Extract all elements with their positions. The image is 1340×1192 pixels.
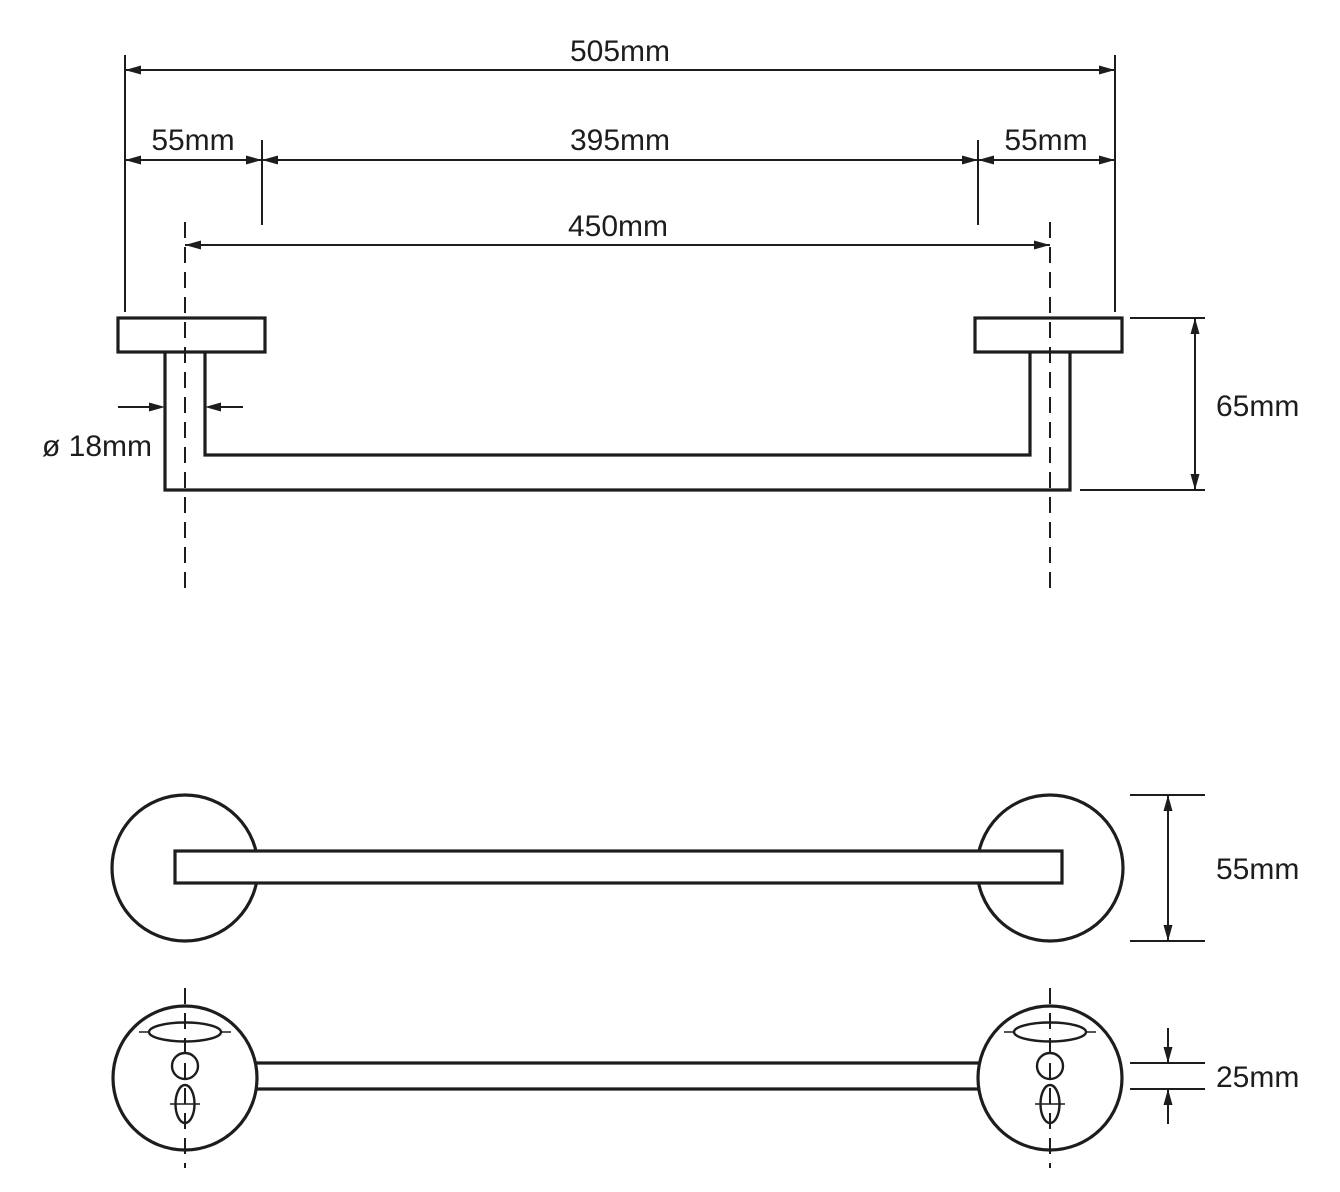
arrowhead-up-icon: [1163, 1089, 1173, 1105]
arrowhead-down-icon: [1163, 1047, 1173, 1063]
dim-label-total-width: 505mm: [570, 35, 670, 68]
right-wall-plate: [973, 316, 1124, 354]
arrowhead-up-icon: [1163, 795, 1173, 811]
dimension-bracket-height: 65mm: [1080, 317, 1299, 491]
arrowhead-right-icon: [1034, 240, 1050, 250]
front-elevation-view: 505mm 55mm 395mm 55mm 450mm: [42, 35, 1299, 588]
dim-label-center-span: 395mm: [570, 124, 670, 157]
arrowhead-icon: [978, 155, 994, 165]
bar-profile: [173, 849, 1064, 885]
dim-label-bar-diameter: ø 18mm: [42, 430, 152, 463]
arrowhead-icon: [262, 155, 278, 165]
arrowhead-right-icon: [1099, 65, 1115, 75]
dim-label-plate-diameter: 55mm: [1216, 853, 1299, 886]
dim-label-bracket-height: 65mm: [1216, 390, 1299, 423]
dimension-plate-depth: 25mm: [1130, 1028, 1299, 1124]
mounting-view: 25mm: [111, 988, 1299, 1168]
dimension-plate-diameter: 55mm: [1130, 794, 1299, 942]
dim-label-left-offset: 55mm: [151, 124, 234, 157]
arrowhead-icon: [246, 155, 262, 165]
arrowhead-left-icon: [125, 65, 141, 75]
arrowhead-left-icon: [185, 240, 201, 250]
dimension-bar-diameter: ø 18mm: [42, 402, 243, 463]
arrowhead-right-icon: [149, 402, 165, 412]
dim-label-mounting-span: 450mm: [568, 210, 668, 243]
dim-label-right-offset: 55mm: [1004, 124, 1087, 157]
arrowhead-down-icon: [1190, 474, 1200, 490]
arrowhead-icon: [1099, 155, 1115, 165]
arrowhead-up-icon: [1190, 318, 1200, 334]
dimension-mounting-span: 450mm: [185, 210, 1050, 250]
arrowhead-down-icon: [1163, 925, 1173, 941]
arrowhead-icon: [962, 155, 978, 165]
arrowhead-left-icon: [205, 402, 221, 412]
arrowhead-icon: [125, 155, 141, 165]
plan-view: 55mm: [110, 793, 1299, 943]
dimension-chain-offsets: 55mm 395mm 55mm: [125, 124, 1115, 165]
left-wall-plate: [116, 316, 267, 354]
dimension-total-width: 505mm: [125, 35, 1115, 75]
dim-label-plate-depth: 25mm: [1216, 1061, 1299, 1094]
towel-bar-outline: [163, 352, 1072, 492]
